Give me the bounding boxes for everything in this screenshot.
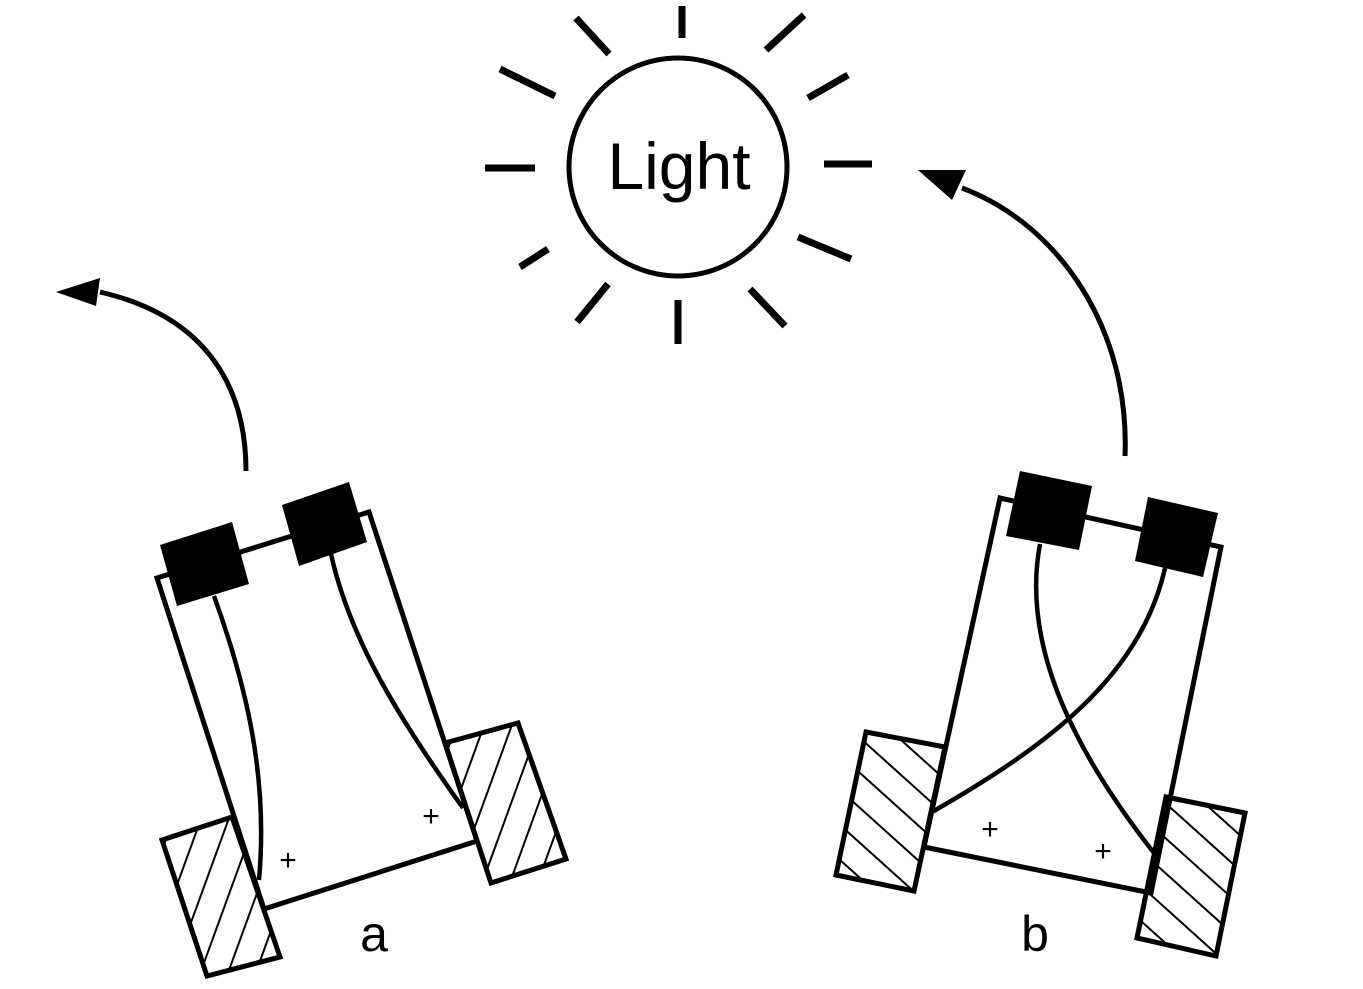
vehicle-a-trajectory: [99, 289, 249, 472]
vehicle-a-polarity-left: +: [279, 844, 297, 877]
light-circle: [566, 55, 790, 279]
vehicle-a: + + a: [56, 278, 570, 980]
vehicle-b-wire-left: [1034, 543, 1160, 860]
vehicle-a-polarity-right: +: [422, 800, 440, 833]
vehicle-b-trajectory: [961, 185, 1128, 457]
light-ray: [806, 71, 850, 102]
light-ray: [518, 246, 550, 270]
vehicle-a-wheel-left: [158, 813, 284, 980]
vehicle-b-sensor-right: [1135, 497, 1218, 577]
vehicle-b: + + b: [833, 170, 1248, 962]
vehicle-b-sensor-left: [1006, 471, 1092, 550]
vehicle-a-wheel-right: [441, 719, 570, 887]
arrow-head-icon: [56, 278, 100, 306]
vehicle-b-polarity-right: +: [1094, 835, 1112, 868]
vehicle-b-wire-right: [930, 567, 1168, 814]
vehicle-a-wire-right: [328, 553, 465, 810]
light-source: Light: [485, 6, 872, 344]
light-rays: [485, 6, 872, 344]
light-label: Light: [607, 129, 750, 203]
arrow-head-icon: [918, 170, 966, 200]
vehicle-a-sensor-left: [160, 522, 249, 606]
vehicle-b-label: b: [1021, 906, 1049, 962]
light-ray: [574, 281, 611, 325]
light-ray: [573, 15, 612, 57]
vehicle-a-sensor-right: [282, 482, 367, 566]
vehicle-b-polarity-left: +: [981, 813, 999, 846]
vehicle-b-wheel-left: [833, 729, 948, 894]
light-ray: [763, 12, 807, 53]
vehicle-b-wheel-right: [1134, 794, 1248, 960]
vehicle-a-label: a: [360, 906, 388, 962]
vehicle-a-wire-left: [211, 595, 264, 881]
light-ray: [498, 65, 557, 100]
light-ray: [747, 286, 788, 329]
light-ray: [796, 233, 853, 263]
